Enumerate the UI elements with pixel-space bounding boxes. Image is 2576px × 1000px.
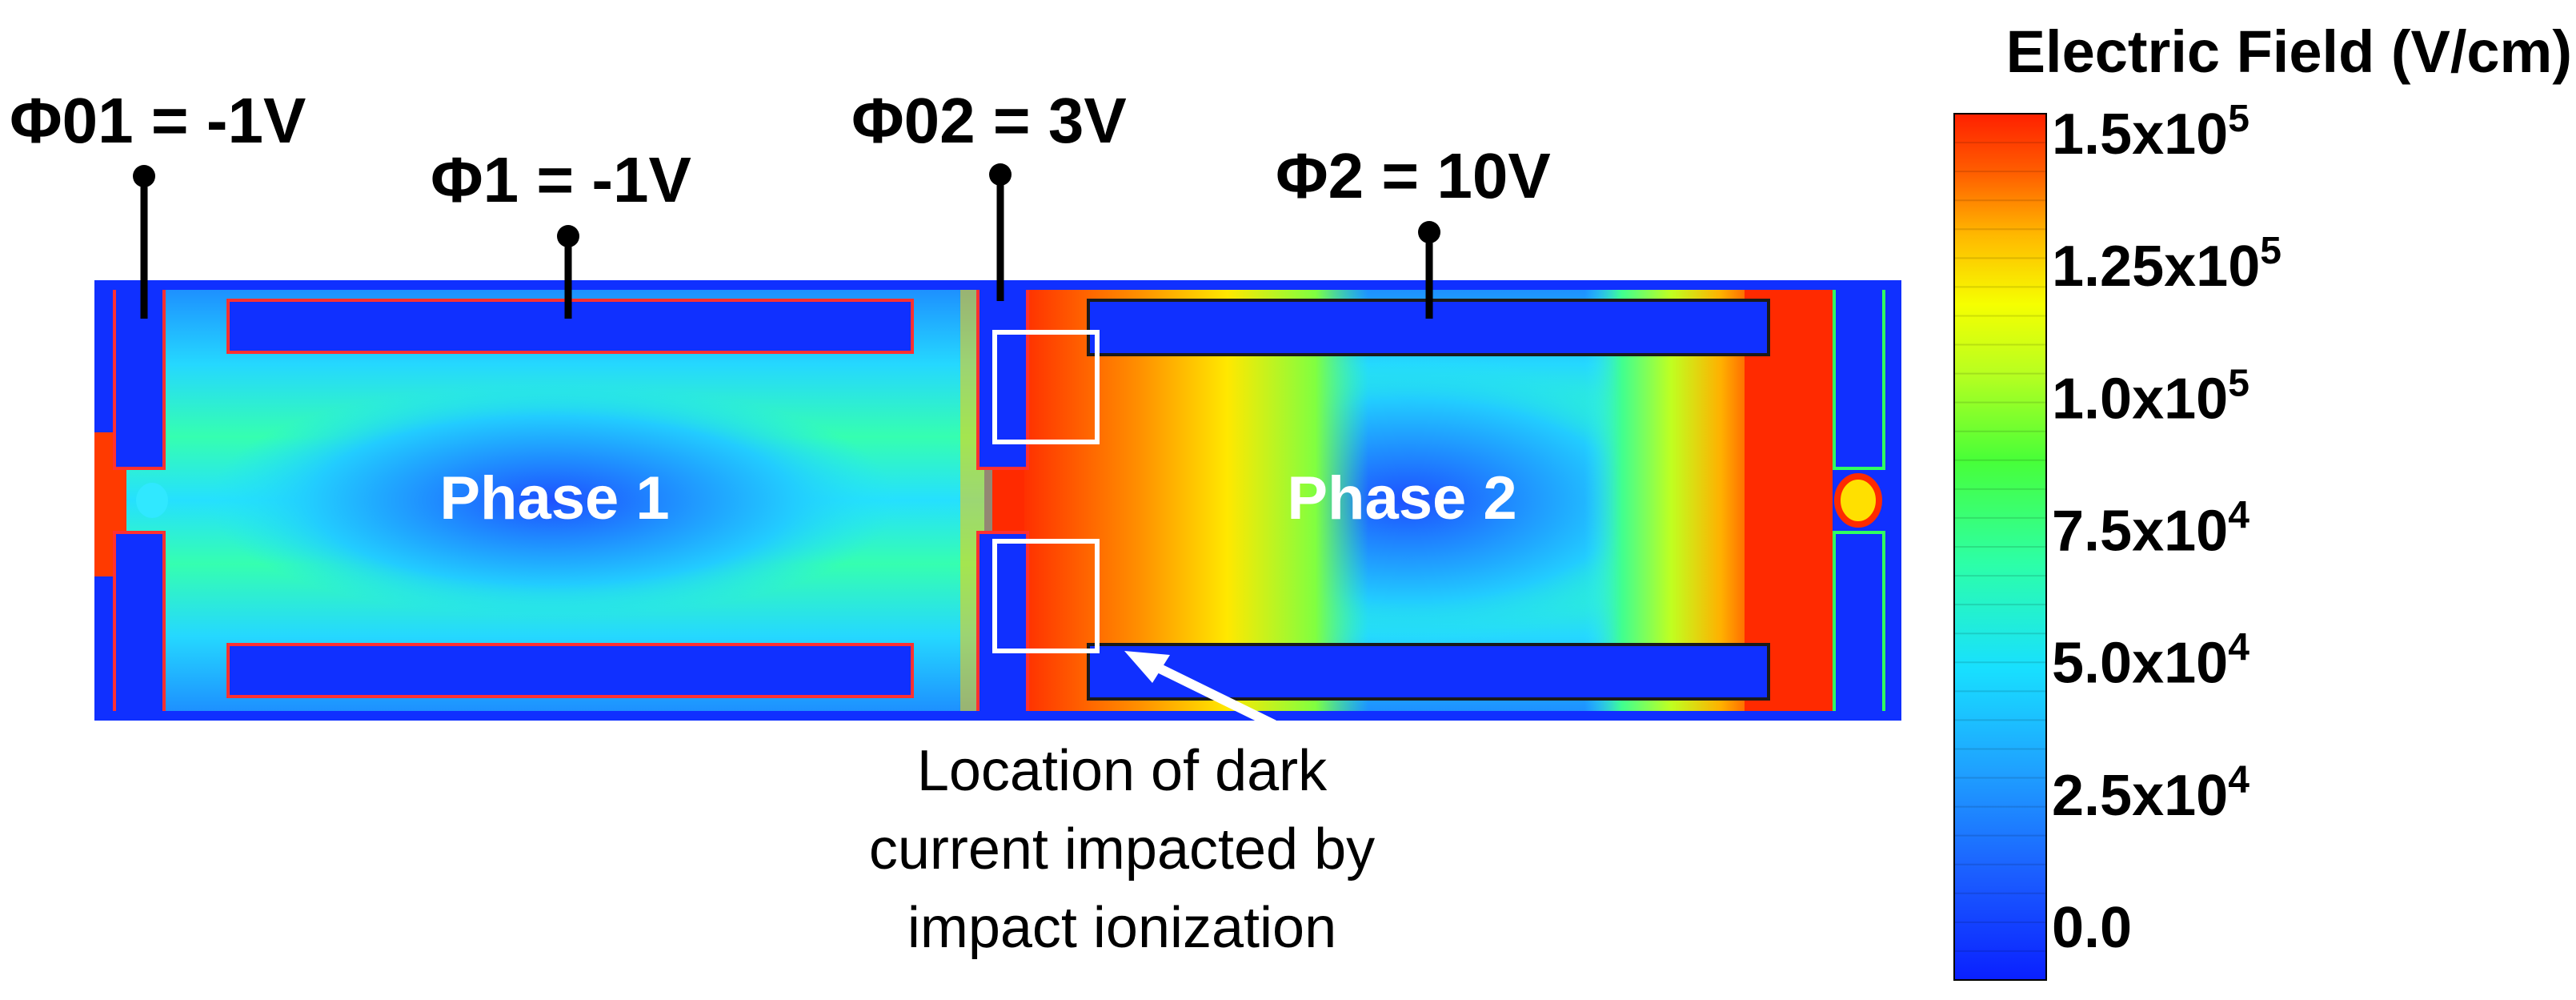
annotation-line-2: current impacted by <box>869 817 1375 882</box>
colorbar-tick-label: 5.0x104 <box>2052 627 2249 696</box>
label-phase-1: Phase 1 <box>439 464 669 532</box>
colorbar-bands <box>1954 142 2046 952</box>
colorbar-tick-label: 0.0 <box>2052 896 2132 960</box>
colorbar-tick-label: 1.25x105 <box>2052 230 2282 299</box>
label-phi2: Φ2 = 10V <box>1276 140 1551 211</box>
impact-ionization-box-top <box>992 330 1100 444</box>
colorbar-ticks: 1.5x105 1.25x105 1.0x105 7.5x104 5.0x104 2.5x… <box>2052 98 2282 960</box>
probe-phi1 <box>557 225 579 319</box>
probe-phi01 <box>133 165 155 319</box>
probe-phi02 <box>989 163 1012 301</box>
label-phi1: Φ1 = -1V <box>431 144 691 215</box>
annotation-arrow <box>1124 651 1276 729</box>
label-phase-2: Phase 2 <box>1287 464 1516 532</box>
colorbar-tick-label: 1.0x105 <box>2052 362 2249 431</box>
label-phi01: Φ01 = -1V <box>10 85 306 156</box>
colorbar-title: Electric Field (V/cm) <box>2006 18 2572 85</box>
colorbar: Electric Field (V/cm) 1.5x105 1.25x105 1.0… <box>1953 18 2572 981</box>
annotation-line-3: impact ionization <box>907 896 1336 960</box>
probe-phi2 <box>1418 221 1440 319</box>
colorbar-gradient <box>1953 113 2047 981</box>
colorbar-tick-label: 7.5x104 <box>2052 495 2249 564</box>
colorbar-tick-label: 2.5x104 <box>2052 759 2249 828</box>
label-phi02: Φ02 = 3V <box>851 85 1127 156</box>
impact-ionization-box-bottom <box>992 539 1100 653</box>
colorbar-tick-label: 1.5x105 <box>2052 98 2249 167</box>
annotation-line-1: Location of dark <box>917 739 1328 803</box>
field-map <box>94 280 1901 721</box>
